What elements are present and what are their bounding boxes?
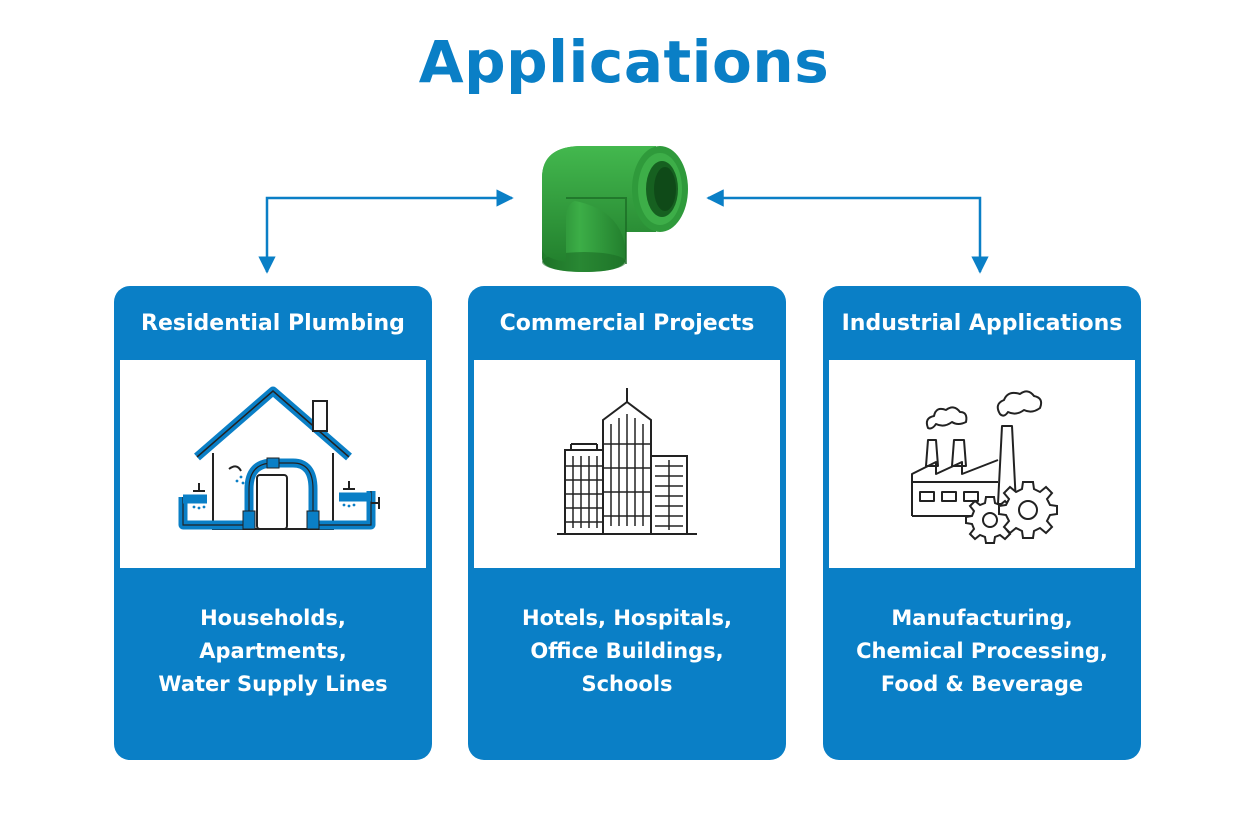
description-line: Households, bbox=[200, 606, 346, 630]
left-connector-arrow bbox=[258, 189, 514, 274]
card-commercial-projects: Commercial Projects bbox=[468, 286, 786, 760]
card-description: Manufacturing, Chemical Processing, Food… bbox=[823, 602, 1141, 701]
card-description: Households, Apartments, Water Supply Lin… bbox=[114, 602, 432, 701]
card-title: Commercial Projects bbox=[499, 310, 755, 336]
card-title: Residential Plumbing bbox=[141, 310, 405, 336]
description-line: Hotels, Hospitals, bbox=[522, 606, 732, 630]
page-title: Applications bbox=[418, 28, 830, 96]
card-industrial-applications: Industrial Applications bbox=[823, 286, 1141, 760]
description-line: Manufacturing, bbox=[891, 606, 1073, 630]
right-connector-arrow bbox=[706, 189, 989, 274]
description-line: Chemical Processing, bbox=[856, 639, 1108, 663]
description-line: Office Buildings, bbox=[530, 639, 724, 663]
description-line: Water Supply Lines bbox=[158, 672, 388, 696]
house-plumbing-icon bbox=[178, 386, 380, 530]
description-line: Food & Beverage bbox=[880, 672, 1084, 696]
office-buildings-icon bbox=[557, 388, 697, 535]
card-description: Hotels, Hospitals, Office Buildings, Sch… bbox=[468, 602, 786, 701]
card-residential-plumbing: Residential Plumbing bbox=[114, 286, 432, 760]
card-title: Industrial Applications bbox=[841, 310, 1123, 336]
factory-gears-icon bbox=[911, 390, 1058, 544]
description-line: Apartments, bbox=[199, 639, 347, 663]
pipe-elbow-fitting-icon bbox=[542, 146, 688, 272]
description-line: Schools bbox=[581, 672, 673, 696]
